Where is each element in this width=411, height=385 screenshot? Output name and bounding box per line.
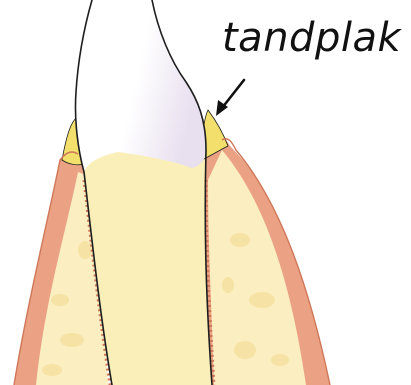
plaque-label: tandplak (222, 14, 401, 62)
bone-spot (51, 294, 69, 306)
arrow-shaft (222, 80, 244, 108)
pointer-arrow (216, 80, 244, 116)
bone-spot (222, 277, 234, 293)
tooth-crown (75, 0, 206, 172)
bone-spot (234, 341, 256, 359)
bone-spot (271, 354, 289, 366)
bone-spot (249, 292, 275, 308)
bone-spot (78, 241, 92, 259)
bone-spot (42, 364, 62, 376)
bone-spot (230, 233, 250, 247)
bone-spot (60, 333, 84, 347)
